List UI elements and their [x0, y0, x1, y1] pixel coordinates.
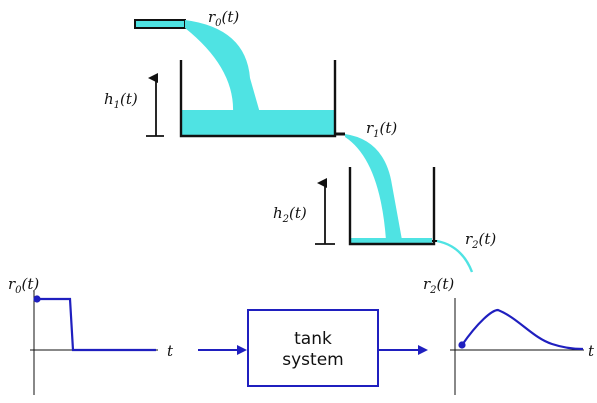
input-pulse: [37, 297, 156, 352]
input-start-marker: [33, 295, 41, 303]
output-plot-label: r2(t): [423, 275, 454, 296]
tank-system-block: [247, 309, 379, 387]
tank2-outflow-stream: [436, 239, 474, 273]
block-label-line2: system: [282, 350, 343, 370]
tank1-water: [181, 110, 334, 135]
h2-arrow: [315, 178, 335, 245]
r0-flow-label: r0(t): [208, 8, 239, 29]
input-plot: [30, 291, 158, 395]
block-label-line1: tank: [294, 329, 332, 349]
output-plot-axis-label: t: [588, 342, 595, 360]
tank1-walls: [179, 60, 337, 138]
inflow-stream: [185, 20, 260, 113]
input-plot-axis-label: t: [167, 342, 174, 360]
output-plot: [450, 298, 584, 395]
output-start-marker: [458, 341, 466, 349]
input-plot-label: r0(t): [8, 275, 39, 296]
r2-flow-label: r2(t): [465, 230, 496, 251]
r1-flow-label: r1(t): [366, 119, 397, 140]
output-response-curve: [461, 308, 584, 351]
inlet-pipe: [134, 19, 186, 29]
tank1-outflow-stream: [345, 134, 402, 240]
tank2-water: [350, 238, 432, 243]
h2-label: h2(t): [273, 204, 307, 225]
h1-label: h1(t): [104, 90, 138, 111]
tank2-walls: [348, 167, 436, 246]
h1-arrow: [146, 73, 164, 137]
